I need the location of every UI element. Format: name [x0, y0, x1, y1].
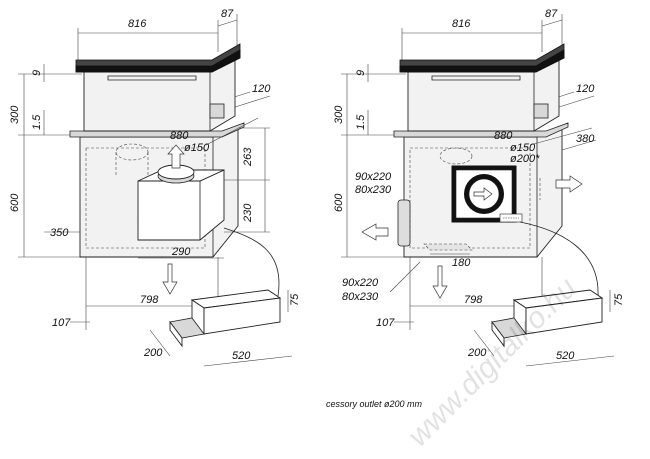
dim-side-90x220: 90x220 [355, 171, 392, 183]
right-top-cap-top [399, 43, 565, 67]
inner-contour-right [409, 147, 531, 249]
dim-line-380-right [561, 139, 597, 151]
dim-dia150-left: ø150 [184, 142, 210, 154]
dim-1_5-right: 1.5 [355, 114, 367, 130]
right-outlet-arrow-icon [473, 187, 493, 201]
dim-200-left: 200 [143, 347, 163, 359]
right-remote-outlet-side [491, 320, 505, 348]
dim-9-right: 9 [355, 70, 367, 76]
left-drawing: 816 87 9 300 1.5 600 120 [9, 8, 301, 367]
dim-line-880-right [529, 127, 593, 146]
left-side-rail [209, 103, 225, 119]
up-arrow-icon [167, 144, 185, 169]
left-remote-outlet-side [169, 320, 183, 348]
right-arrow-icon [555, 175, 583, 193]
dim-816-left: 816 [128, 18, 147, 30]
right-flange [393, 122, 569, 138]
dim-200-right: 200 [467, 347, 487, 359]
dim-line-200-right [473, 329, 495, 357]
dim-line-520-right [525, 355, 615, 367]
dim-1_5-left: 1.5 [31, 114, 43, 130]
dim-300-right: 300 [333, 105, 345, 124]
dim-300-left: 300 [9, 105, 21, 124]
leader-bottom-outlet [389, 261, 421, 293]
dim-line-87-left [217, 19, 238, 27]
dim-line-87-right [541, 19, 563, 27]
dim-107-left: 107 [52, 317, 71, 329]
dim-107-right: 107 [376, 317, 395, 329]
dim-120-right: 120 [576, 83, 595, 95]
right-cap-slot [431, 75, 521, 81]
dim-dia150-right: ø150 [510, 142, 536, 154]
ext-line-left [231, 95, 271, 109]
dim-dia200-right: ø200* [510, 153, 540, 165]
right-side-rail [533, 103, 549, 119]
inner-contour-left [85, 147, 206, 249]
dim-9-left: 9 [31, 70, 43, 76]
dim-290-left: 290 [171, 246, 191, 258]
left-top-cap-top [75, 43, 241, 67]
dashed-outlet-right [439, 147, 473, 165]
dim-75-left: 75 [289, 293, 301, 306]
dim-520-left: 520 [232, 350, 251, 362]
dim-600-left: 600 [9, 193, 21, 212]
dim-263-left: 263 [242, 147, 254, 167]
dim-798-right: 798 [464, 294, 483, 306]
right-drawing: 816 87 9 300 1.5 600 120 880 380 [326, 8, 625, 409]
down-arrow-right-icon [432, 265, 448, 299]
dim-bot-90x220: 90x220 [342, 277, 379, 289]
accessory-note: cessory outlet ø200 mm [326, 399, 423, 409]
dim-line-880-left [205, 117, 259, 146]
dim-75-right: 75 [613, 293, 625, 306]
dim-520-right: 520 [556, 350, 575, 362]
left-arrow-icon [361, 223, 389, 241]
dim-798-left: 798 [140, 294, 159, 306]
right-side-outlet [397, 199, 411, 247]
right-bottom-outlet [423, 243, 473, 251]
dim-line-200-left [149, 329, 171, 357]
dim-880-right: 880 [494, 130, 513, 142]
dim-380-right: 380 [576, 133, 595, 145]
left-remote-front [203, 297, 281, 335]
dim-600-right: 600 [333, 193, 345, 212]
dim-816-right: 816 [452, 18, 471, 30]
watermark: www.digitalko.hu [402, 271, 584, 453]
dim-line-520-left [203, 355, 293, 367]
dim-87-right: 87 [545, 8, 558, 20]
left-cable [223, 227, 280, 297]
dim-87-left: 87 [221, 8, 234, 20]
dim-880-left: 880 [170, 130, 189, 142]
dim-side-80x230: 80x230 [355, 184, 392, 196]
dim-120-left: 120 [252, 83, 271, 95]
left-flange [69, 122, 245, 138]
dim-350-left: 350 [50, 227, 69, 239]
right-remote-front [525, 297, 603, 335]
down-arrow-icon [162, 263, 178, 295]
dim-230-left: 230 [242, 203, 254, 223]
ext-line-right [555, 95, 595, 109]
dim-bot-80x230: 80x230 [342, 291, 379, 303]
right-cable [519, 221, 599, 297]
dim-180-right: 180 [452, 257, 471, 269]
left-cap-slot [107, 75, 197, 81]
